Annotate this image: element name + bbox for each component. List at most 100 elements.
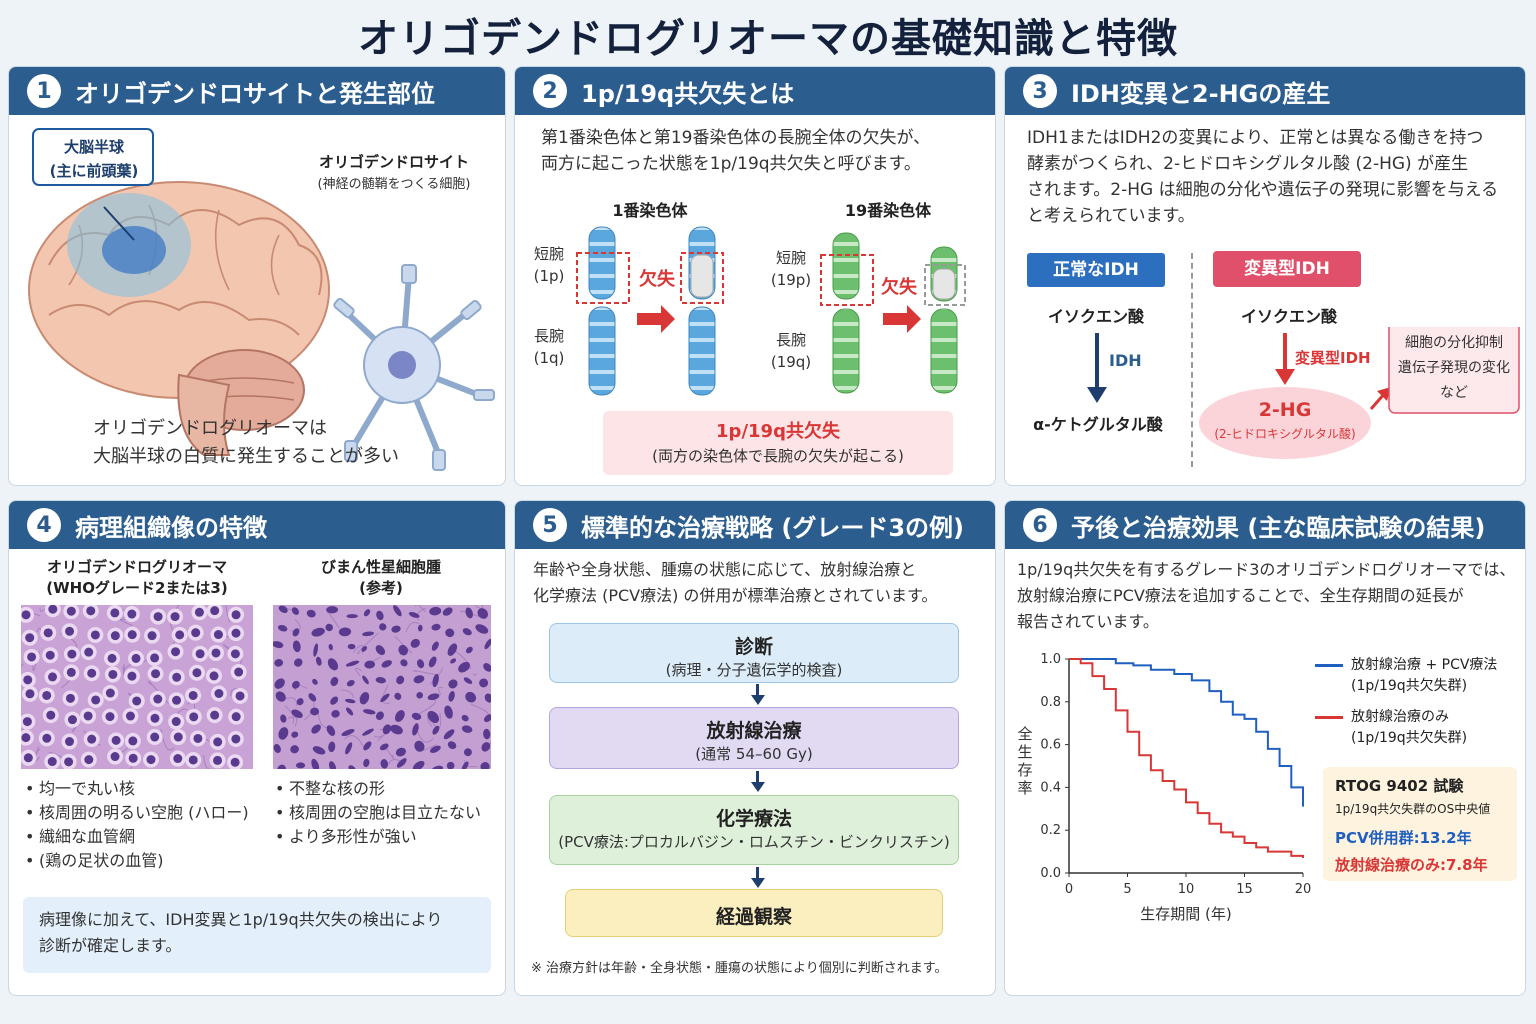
product-normal: α-ケトグルタル酸 [1033,415,1163,434]
x-tick-label: 0 [1065,882,1073,897]
step-radiotherapy: 放射線治療 (通常 54–60 Gy) [549,707,959,769]
y-tick-label: 0.8 [1040,695,1061,710]
desc-line4: と考えられています。 [1027,206,1195,226]
substrate-normal: イソクエン酸 [1047,307,1144,326]
list-item: 繊細な血管網 [23,825,259,849]
effect-line3: など [1440,385,1468,401]
panel-header: 6 予後と治療効果 (主な臨床試験の結果) [1005,501,1525,549]
footnote: ※ 治療方針は年齢・全身状態・腫瘍の状態により個別に判断されます。 [531,961,948,976]
idh-arrows [1087,327,1520,459]
desc-line2: 両方に起こった状態を1p/19q共欠失と呼びます。 [541,154,921,174]
desc-line1: 第1番染色体と第19番染色体の長腕全体の欠失が、 [541,128,931,148]
deletion-label-1: 欠失 [639,269,675,290]
result-title: 1p/19q共欠失 [716,421,840,442]
enzyme-mutant: 変異型IDH [1295,349,1371,367]
panel-header: 3 IDH変異と2-HGの産生 [1005,67,1525,115]
panel-oligodendrocyte: 1 オリゴデンドロサイトと発生部位 [8,66,506,486]
chr1-label: 1番染色体 [612,201,688,220]
panel-header: 4 病理組織像の特徴 [9,501,505,549]
panel-heading: 標準的な治療戦略 (グレード3の例) [581,513,964,542]
legend1-line2: (1p/19q共欠失群) [1351,678,1468,694]
y-axis-label-char: 生 [1017,743,1032,761]
panel-treatment: 5 標準的な治療戦略 (グレード3の例) 年齢や全身状態、腫瘍の状態に応じて、放… [514,500,996,996]
panel-heading: オリゴデンドロサイトと発生部位 [75,79,435,108]
series-line-pcv [1069,658,1304,807]
cell-sublabel: (神経の髄鞘をつくる細胞) [317,177,471,192]
panel-heading: 予後と治療効果 (主な臨床試験の結果) [1071,513,1486,542]
deletion-label-19: 欠失 [881,277,917,298]
panel-header: 2 1p/19q共欠失とは [515,67,995,115]
short-arm-label-19: 短腕 [775,249,806,267]
desc-line1: IDH1またはIDH2の変異により、正常とは異なる働きを持つ [1027,128,1484,148]
product-mutant: 2-HG [1258,399,1312,421]
list-item: より多形性が強い [273,825,495,849]
oligodendroglioma-histology-image [21,605,253,769]
y-axis-label-char: 全 [1017,725,1032,743]
step-chemotherapy: 化学療法 (PCV療法:プロカルバジン・ロムスチン・ビンクリスチン) [549,795,959,865]
legend1-line1: 放射線治療 + PCV療法 [1351,657,1498,673]
step-observation: 経過観察 [565,889,943,937]
effect-line2: 遺伝子発現の変化 [1398,360,1510,376]
effect-line1: 細胞の分化抑制 [1405,335,1503,351]
right-title2: (参考) [359,579,403,597]
trial-box: RTOG 9402 試験 1p/19q共欠失群のOS中央値 PCV併用群:13.… [1323,767,1517,881]
panel-number: 4 [27,508,61,542]
y-tick-label: 0.0 [1040,866,1061,881]
desc-line2: 放射線治療にPCV療法を追加することで、全生存期間の延長が [1017,586,1464,605]
legend2-line1: 放射線治療のみ [1351,709,1449,725]
arrow-down-icon [751,695,765,705]
brain-illustration [28,128,495,471]
p1-label: (1p) [533,267,565,285]
enzyme-normal: IDH [1109,351,1142,370]
panel-heading: 1p/19q共欠失とは [581,79,795,108]
right-feature-list: 不整な核の形 核周囲の空胞は目立たない より多形性が強い [273,777,495,849]
y-axis-label-char: 存 [1017,761,1032,779]
x-axis-label: 生存期間 (年) [1140,905,1231,923]
trial-rt: 放射線治療のみ:7.8年 [1335,856,1488,874]
arrow-down-icon [751,782,765,792]
list-item: 核周囲の空胞は目立たない [273,801,495,825]
right-title1: びまん性星細胞腫 [320,558,441,576]
y-axis-label-char: 率 [1017,779,1032,797]
y-tick-label: 1.0 [1040,652,1061,667]
arrow-down-icon [751,878,765,888]
trial-name: RTOG 9402 試験 [1335,777,1464,795]
arrow-effect-icon [1377,387,1391,401]
panel-number: 5 [533,508,567,542]
desc-line1: 年齢や全身状態、腫瘍の状態に応じて、放射線治療と [533,560,917,579]
long-arm-label: 長腕 [533,327,564,345]
panel-header: 1 オリゴデンドロサイトと発生部位 [9,67,505,115]
chart-legend: 放射線治療 + PCV療法 (1p/19q共欠失群) 放射線治療のみ (1p/1… [1315,655,1515,749]
panel-heading: IDH変異と2-HGの産生 [1071,79,1331,108]
legend-swatch-pcv [1315,664,1343,667]
panel-pathology: 4 病理組織像の特徴 オリゴデンドログリオーマ (WHOグレード2または3) び… [8,500,506,996]
deletion-arrow-icon-19 [883,305,921,333]
panel-codeletion: 2 1p/19q共欠失とは 第1番染色体と第19番染色体の長腕全体の欠失が、 両… [514,66,996,486]
deletion-arrow-icon [637,305,675,333]
caption-line1: オリゴデンドログリオーマは [93,418,327,439]
panel-header: 5 標準的な治療戦略 (グレード3の例) [515,501,995,549]
left-feature-list: 均一で丸い核 核周囲の明るい空胞 (ハロー) 繊細な血管網 (鶏の足状の血管) [23,777,259,873]
step-title: 診断 [734,636,773,658]
result-subtitle: (両方の染色体で長腕の欠失が起こる) [652,447,904,465]
x-tick-label: 20 [1295,882,1312,897]
legend2-line2: (1p/19q共欠失群) [1351,730,1468,746]
arrow-down-red-icon [1275,369,1295,385]
arrow-down-icon [1087,387,1107,403]
step-sub: (病理・分子遺伝学的検査) [665,661,843,679]
desc-line2: 化学療法 (PCV療法) の併用が標準治療とされています。 [533,586,938,605]
chromosome-diagram [576,226,966,396]
y-tick-label: 0.2 [1040,823,1061,838]
cell-label: オリゴデンドロサイト [318,153,469,171]
left-title1: オリゴデンドログリオーマ [46,558,227,576]
x-tick-label: 10 [1178,882,1195,897]
step-title: 経過観察 [715,906,792,928]
left-title2: (WHOグレード2または3) [46,579,228,597]
panel-heading: 病理組織像の特徴 [75,513,267,542]
normal-idh-label: 正常なIDH [1027,253,1165,287]
long-arm-label-19: 長腕 [775,331,806,349]
q19-label: (19q) [770,353,812,371]
q1-label: (1q) [533,349,565,367]
panel-number: 2 [533,74,567,108]
